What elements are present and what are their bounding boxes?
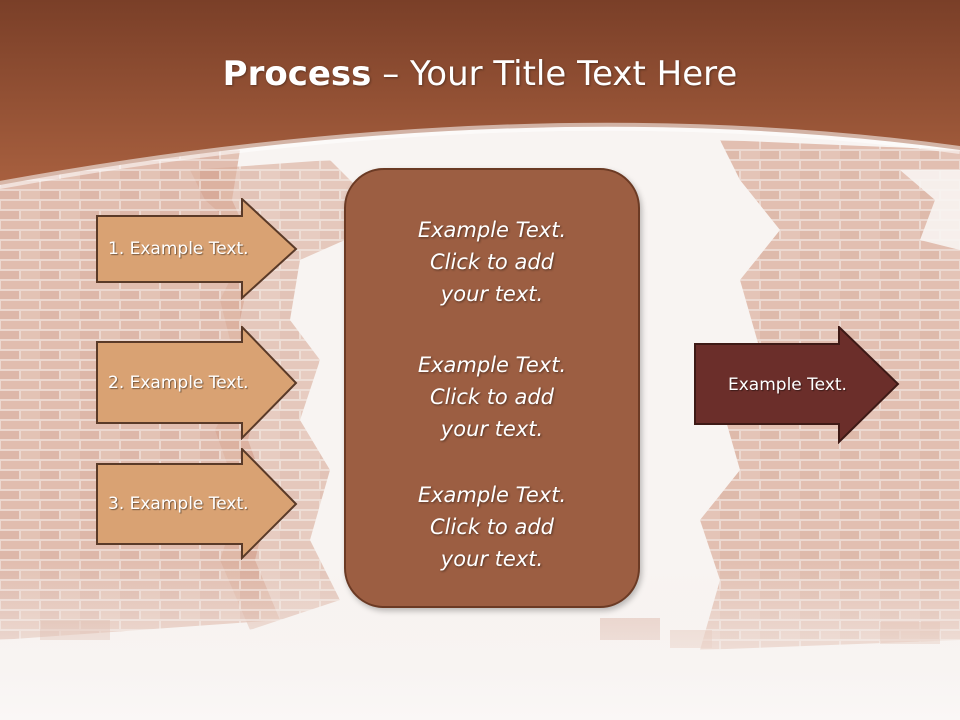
- panel-block-1-line-2: Click to add: [429, 250, 554, 274]
- center-text-panel[interactable]: Example Text. Click to add your text. Ex…: [344, 168, 640, 608]
- slide-title[interactable]: Process – Your Title Text Here: [0, 52, 960, 96]
- panel-block-2-line-3: your text.: [440, 417, 544, 441]
- panel-block-3-line-2: Click to add: [429, 515, 554, 539]
- panel-text-block-2: Example Text. Click to add your text.: [346, 349, 638, 445]
- step-arrow-1-label: 1. Example Text.: [108, 239, 249, 259]
- panel-block-1-line-1: Example Text.: [417, 218, 567, 242]
- title-bold: Process: [222, 54, 372, 94]
- result-arrow-label: Example Text.: [728, 375, 847, 395]
- step-arrow-2-label: 2. Example Text.: [108, 373, 249, 393]
- panel-text-block-1: Example Text. Click to add your text.: [346, 214, 638, 310]
- step-arrow-1[interactable]: 1. Example Text.: [96, 198, 298, 300]
- title-dash: –: [371, 54, 411, 94]
- panel-block-1-line-3: your text.: [440, 282, 544, 306]
- step-arrow-3[interactable]: 3. Example Text.: [96, 448, 298, 560]
- step-arrow-2[interactable]: 2. Example Text.: [96, 326, 298, 440]
- result-arrow[interactable]: Example Text.: [694, 326, 900, 444]
- step-arrow-1-shape: [96, 198, 298, 300]
- panel-block-3-line-1: Example Text.: [417, 483, 567, 507]
- result-arrow-shape: [694, 326, 900, 444]
- panel-block-2-line-2: Click to add: [429, 385, 554, 409]
- step-arrow-3-shape: [96, 448, 298, 560]
- step-arrow-2-shape: [96, 326, 298, 440]
- step-arrow-3-label: 3. Example Text.: [108, 494, 249, 514]
- panel-text-block-3: Example Text. Click to add your text.: [346, 479, 638, 575]
- title-rest: Your Title Text Here: [410, 54, 738, 94]
- panel-block-2-line-1: Example Text.: [417, 353, 567, 377]
- panel-block-3-line-3: your text.: [440, 547, 544, 571]
